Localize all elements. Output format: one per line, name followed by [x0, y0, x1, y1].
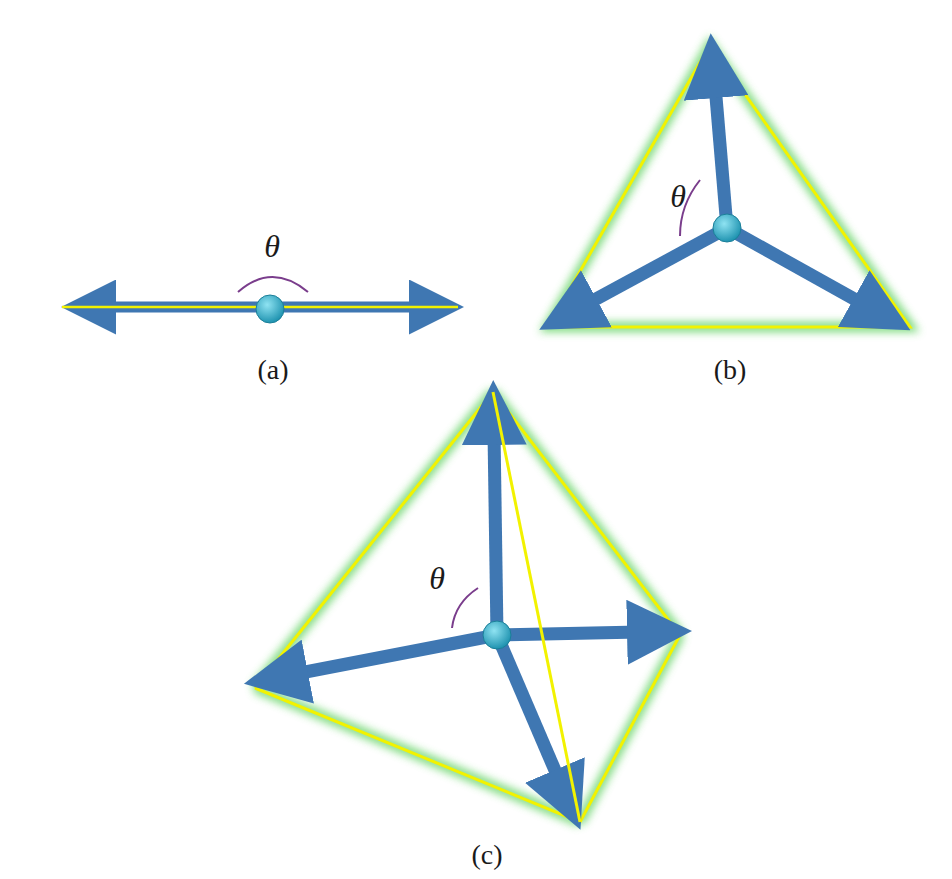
- trigonal-planar-geometry: [548, 45, 910, 327]
- angle-label: θ: [670, 180, 686, 212]
- angle-label: θ: [264, 230, 280, 262]
- angle-label: θ: [429, 562, 445, 594]
- linear-geometry: [62, 277, 458, 323]
- panel-label: (b): [714, 356, 747, 384]
- tetrahedral-geometry: [255, 392, 680, 822]
- panel-label: (a): [257, 356, 288, 384]
- panel-label: (c): [471, 841, 502, 869]
